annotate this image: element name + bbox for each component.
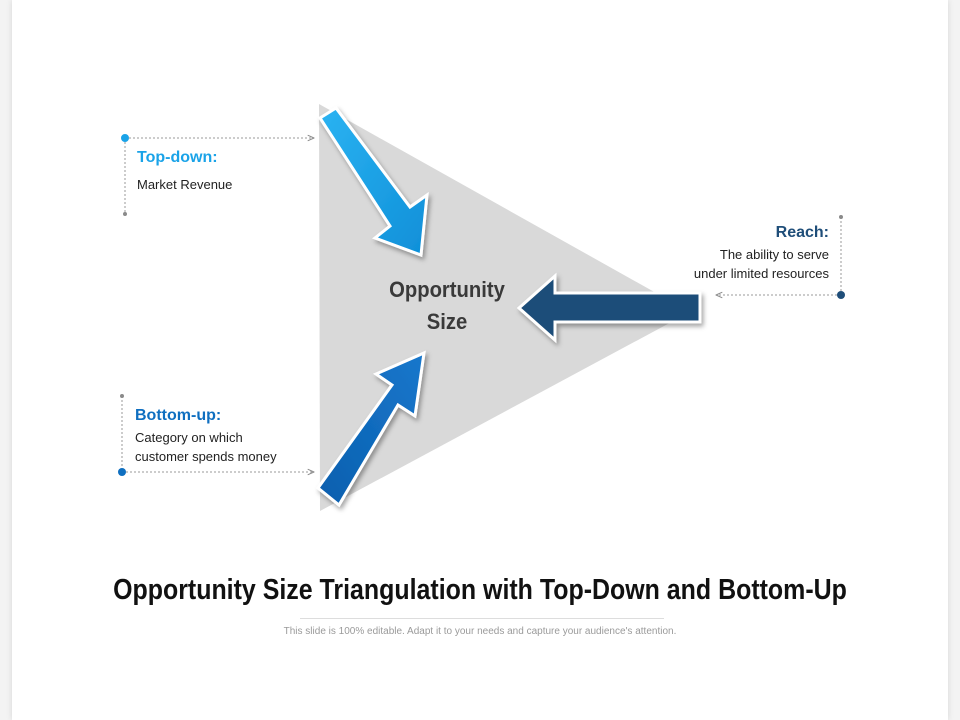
top-down-heading: Top-down: — [137, 149, 218, 166]
bottom-up-description-line1: Category on which — [135, 430, 243, 445]
bottom-up-heading: Bottom-up: — [135, 407, 222, 424]
top-down-description: Market Revenue — [137, 177, 233, 192]
reach-heading: Reach: — [775, 224, 829, 241]
center-label-line2: Size — [426, 309, 468, 334]
reach-description-line2: under limited resources — [693, 266, 829, 281]
top-down-label: Top-down: Market Revenue — [137, 149, 232, 194]
bottom-up-description-line2: customer spends money — [135, 449, 277, 464]
dot-marker-icon — [837, 291, 845, 299]
slide-subtitle: This slide is 100% editable. Adapt it to… — [283, 626, 677, 637]
center-label-line1: Opportunity — [389, 277, 505, 302]
reach-connector — [716, 215, 845, 299]
bottom-up-label: Bottom-up: Category on which customer sp… — [135, 407, 277, 466]
reach-arrow — [516, 272, 702, 344]
slide-title: Opportunity Size Triangulation with Top-… — [113, 574, 847, 606]
center-label: Opportunity Size — [369, 274, 525, 338]
bottom-up-arrow — [315, 350, 426, 508]
bottom-up-connector — [118, 394, 314, 476]
top-down-arrow — [317, 105, 429, 258]
dot-marker-icon — [118, 468, 126, 476]
reach-description-line1: The ability to serve — [719, 247, 829, 262]
dot-marker-icon — [121, 134, 129, 142]
top-down-connector — [121, 134, 314, 216]
title-divider — [300, 618, 664, 619]
reach-label: Reach: The ability to serve under limite… — [694, 224, 829, 283]
